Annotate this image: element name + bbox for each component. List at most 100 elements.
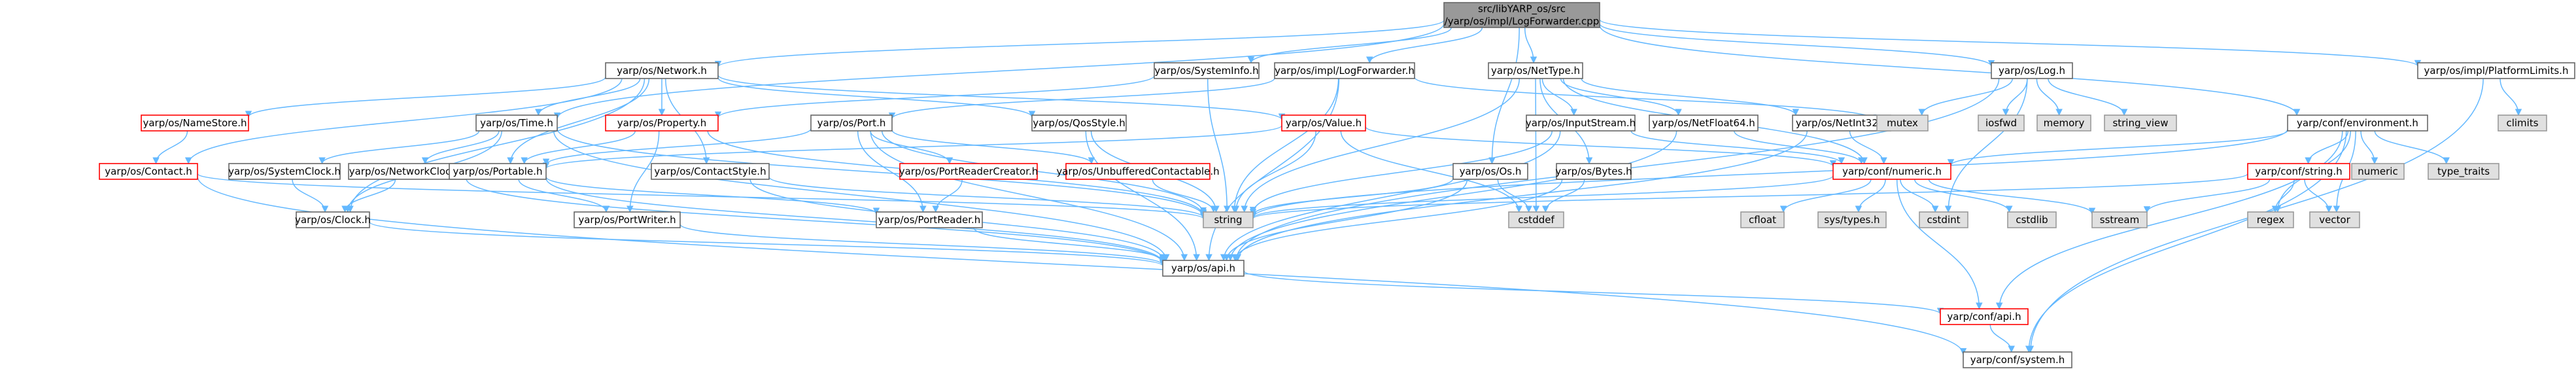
edge-inputstream-to-osapi xyxy=(1220,130,1561,262)
edge-netint32-to-osapi xyxy=(1234,130,1808,262)
edge-numeric-to-string xyxy=(1250,175,1834,219)
node-box xyxy=(574,211,681,228)
node-netint32[interactable]: yarp/os/NetInt32.h xyxy=(1792,114,1891,132)
edge-nettype-to-netfloat64 xyxy=(1560,78,1682,116)
node-label: yarp/conf/system.h xyxy=(1970,354,2065,366)
node-label: regex xyxy=(2257,214,2285,226)
node-iosfwd[interactable]: iosfwd xyxy=(1978,114,2025,132)
node-string[interactable]: string xyxy=(1203,211,1254,228)
node-cfloat[interactable]: cfloat xyxy=(1740,211,1785,228)
node-environment[interactable]: yarp/conf/environment.h xyxy=(2287,114,2428,132)
node-box xyxy=(1508,211,1564,228)
node-inputstream[interactable]: yarp/os/InputStream.h xyxy=(1526,114,1636,132)
node-box xyxy=(2247,163,2350,180)
edge-property-to-portable xyxy=(521,130,636,165)
node-numeric_sys[interactable]: numeric xyxy=(2351,163,2405,180)
node-confstring[interactable]: yarp/conf/string.h xyxy=(2247,163,2350,180)
edge-confstring-to-sstream xyxy=(2143,179,2271,213)
node-label: yarp/os/InputStream.h xyxy=(1526,117,1636,129)
node-label: sstream xyxy=(2100,214,2139,226)
node-root[interactable]: src/libYARP_os/src/yarp/os/impl/LogForwa… xyxy=(1443,2,1600,28)
node-memory[interactable]: memory xyxy=(2036,114,2091,132)
node-regex[interactable]: regex xyxy=(2247,211,2294,228)
node-nettype[interactable]: yarp/os/NetType.h xyxy=(1488,62,1583,79)
node-cstdint[interactable]: cstdint xyxy=(1919,211,1968,228)
node-cstdlib[interactable]: cstdlib xyxy=(2007,211,2057,228)
node-box xyxy=(449,163,547,180)
node-osapi[interactable]: yarp/os/api.h xyxy=(1162,260,1245,277)
node-box xyxy=(2498,114,2547,132)
node-label: yarp/os/Portable.h xyxy=(453,166,543,177)
node-logfwd[interactable]: yarp/os/impl/LogForwarder.h xyxy=(1274,62,1415,79)
node-portreader[interactable]: yarp/os/PortReader.h xyxy=(876,211,983,228)
node-box xyxy=(2091,211,2148,228)
node-label: yarp/os/Network.h xyxy=(617,65,707,77)
node-label: cstddef xyxy=(1518,214,1554,226)
edge-confapi-to-confsystem xyxy=(1989,324,2015,353)
node-label: mutex xyxy=(1887,117,1918,129)
node-vector[interactable]: vector xyxy=(2309,211,2360,228)
node-label: yarp/os/ContactStyle.h xyxy=(654,166,766,177)
node-label: cstdint xyxy=(1927,214,1960,226)
node-sysclock[interactable]: yarp/os/SystemClock.h xyxy=(228,163,341,180)
node-type_traits[interactable]: type_traits xyxy=(2428,163,2499,180)
node-box xyxy=(1832,163,1951,180)
edge-logfwd-to-port xyxy=(888,77,1275,120)
node-label: yarp/os/api.h xyxy=(1171,262,1235,274)
edge-numeric-to-cstdint xyxy=(1900,179,1939,213)
node-climits[interactable]: climits xyxy=(2498,114,2547,132)
edge-portreader-to-osapi xyxy=(973,227,1167,262)
node-portwriter[interactable]: yarp/os/PortWriter.h xyxy=(574,211,681,228)
node-contact[interactable]: yarp/os/Contact.h xyxy=(99,163,198,180)
node-netfloat64[interactable]: yarp/os/NetFloat64.h xyxy=(1649,114,1759,132)
node-box xyxy=(1991,62,2073,79)
node-time[interactable]: yarp/os/Time.h xyxy=(475,114,558,132)
node-numeric[interactable]: yarp/conf/numeric.h xyxy=(1832,163,1951,180)
node-os[interactable]: yarp/os/Os.h xyxy=(1452,163,1528,180)
node-platlimits[interactable]: yarp/os/impl/PlatformLimits.h xyxy=(2417,62,2575,79)
edge-environment-to-string xyxy=(1249,128,2288,219)
node-confsystem[interactable]: yarp/conf/system.h xyxy=(1963,351,2072,368)
node-box xyxy=(651,163,770,180)
node-label: memory xyxy=(2044,117,2085,129)
node-box xyxy=(2417,62,2575,79)
edge-bytes-to-osapi xyxy=(1231,179,1563,262)
node-label: yarp/os/impl/LogForwarder.h xyxy=(1275,65,1415,77)
node-box xyxy=(1526,114,1636,132)
node-confapi[interactable]: yarp/conf/api.h xyxy=(1940,308,2029,325)
node-log[interactable]: yarp/os/Log.h xyxy=(1991,62,2073,79)
node-property[interactable]: yarp/os/Property.h xyxy=(605,114,719,132)
edge-contact-to-confsystem xyxy=(197,176,1967,355)
node-box xyxy=(899,163,1038,180)
edge-confstring-to-string xyxy=(1250,173,2248,220)
node-box xyxy=(2007,211,2057,228)
edge-port-to-unbuffered xyxy=(891,130,1095,165)
node-sysinfo[interactable]: yarp/os/SystemInfo.h xyxy=(1154,62,1260,79)
node-mutex[interactable]: mutex xyxy=(1876,114,1929,132)
node-cstddef[interactable]: cstddef xyxy=(1508,211,1564,228)
node-clock[interactable]: yarp/os/Clock.h xyxy=(295,211,371,228)
node-network[interactable]: yarp/os/Network.h xyxy=(605,62,719,79)
node-port[interactable]: yarp/os/Port.h xyxy=(810,114,893,132)
node-contactstyle[interactable]: yarp/os/ContactStyle.h xyxy=(651,163,770,180)
node-label: yarp/os/PortReaderCreator.h xyxy=(899,166,1039,177)
node-string_view[interactable]: string_view xyxy=(2104,114,2177,132)
edge-log-to-memory xyxy=(2036,78,2063,116)
node-unbuffered[interactable]: yarp/os/UnbufferedContactable.h xyxy=(1056,163,1220,180)
node-sstream[interactable]: sstream xyxy=(2091,211,2148,228)
node-portable[interactable]: yarp/os/Portable.h xyxy=(449,163,547,180)
node-label: yarp/os/Value.h xyxy=(1286,117,1362,129)
node-namestore[interactable]: yarp/os/NameStore.h xyxy=(141,114,249,132)
node-label: yarp/conf/numeric.h xyxy=(1842,166,1942,177)
node-portreadercreator[interactable]: yarp/os/PortReaderCreator.h xyxy=(899,163,1039,180)
node-box xyxy=(141,114,249,132)
node-bytes[interactable]: yarp/os/Bytes.h xyxy=(1555,163,1632,180)
node-box xyxy=(1031,114,1127,132)
node-netclock[interactable]: yarp/os/NetworkClock.h xyxy=(348,163,467,180)
edge-root-to-logfwd xyxy=(1366,27,1483,64)
node-systypes[interactable]: sys/types.h xyxy=(1817,211,1887,228)
node-value[interactable]: yarp/os/Value.h xyxy=(1281,114,1366,132)
node-qosstyle[interactable]: yarp/os/QosStyle.h xyxy=(1031,114,1127,132)
edge-confstring-to-regex xyxy=(2271,179,2295,213)
